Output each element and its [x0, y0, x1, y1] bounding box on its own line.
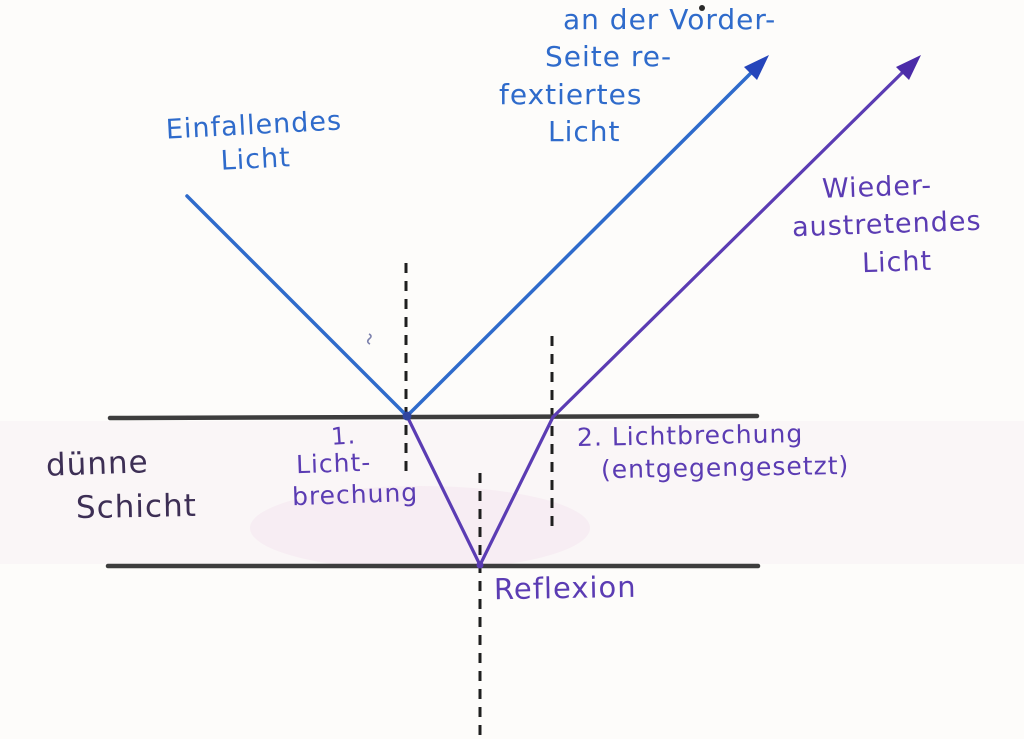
- label-front-reflected-line4: Licht: [548, 115, 621, 148]
- first-incidence-ink-blob: [402, 411, 412, 421]
- label-reexiting-light-line2: austretendes: [791, 205, 983, 244]
- front-reflected-arrowhead-icon: [744, 55, 769, 80]
- reexiting-light-ray: [551, 65, 910, 419]
- label-thin-layer-line1: dünne: [45, 444, 150, 484]
- label-first-refraction-line3: brechung: [291, 477, 419, 512]
- surface-top-line: [107, 413, 760, 421]
- label-incident-light-line2: Licht: [219, 142, 292, 177]
- thin-layer-tint: [0, 421, 1024, 564]
- label-reexiting-light-line3: Licht: [861, 245, 933, 280]
- label-first-refraction-number: 1.: [330, 421, 357, 451]
- bottom-reflection-ink-blob: [476, 561, 484, 569]
- label-front-reflected-line2: Seite re-: [545, 40, 673, 73]
- stray-pen-mark: [366, 333, 372, 345]
- label-first-refraction-line2: Licht-: [295, 447, 372, 480]
- label-reexiting-light-line1: Wieder-: [821, 170, 933, 205]
- incident-light-ray: [185, 194, 409, 418]
- label-internal-reflection: Reflexion: [493, 569, 637, 607]
- label-thin-layer-line2: Schicht: [75, 487, 198, 527]
- reexiting-arrowhead-icon: [896, 55, 921, 80]
- label-front-reflected-line1: an der Vorder-: [563, 3, 777, 36]
- label-second-refraction-line1: 2. Lichtbrechung: [576, 419, 804, 452]
- label-second-refraction-line2: (entgegengesetzt): [600, 450, 850, 485]
- label-front-reflected-line3: fextiertes: [499, 78, 643, 111]
- stray-dot: [699, 5, 705, 11]
- label-incident-light-line1: Einfallendes: [165, 105, 343, 146]
- thin-layer-tint-blotch: [250, 486, 590, 570]
- front-reflected-light-ray: [405, 65, 759, 418]
- label-incident-light: Einfallendes Licht: [158, 105, 351, 185]
